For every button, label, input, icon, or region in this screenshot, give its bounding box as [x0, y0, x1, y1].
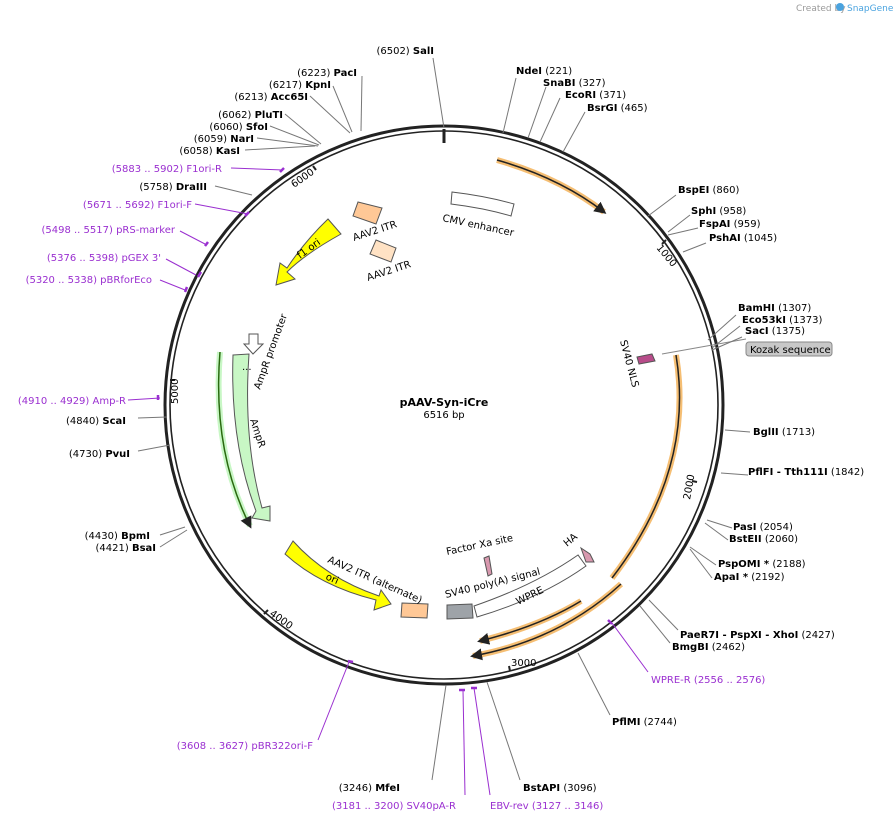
plasmid-size: 6516 bp — [423, 410, 464, 421]
orange-arc-bottom-inner-arrow — [477, 600, 582, 645]
enzyme-label[interactable]: (6062) PluTI — [218, 110, 283, 121]
enzyme-label[interactable]: BstEII (2060) — [729, 534, 798, 545]
sv40-nls-feature[interactable] — [636, 353, 656, 365]
sv40-nls-label: SV40 NLS — [617, 339, 640, 389]
enzyme-label[interactable]: (3246) MfeI — [339, 783, 400, 794]
enzyme-label[interactable]: PasI (2054) — [733, 522, 793, 533]
enzyme-label[interactable]: BmgBI (2462) — [672, 642, 745, 653]
wpre-feature[interactable] — [473, 554, 587, 618]
enzyme-labels: (6502) SalI NdeI (221)SnaBI (327)EcoRI (3… — [66, 46, 864, 794]
enzyme-label[interactable]: (4430) BpmI — [85, 531, 150, 542]
enzyme-label[interactable]: (6213) Acc65I — [234, 92, 308, 103]
enzyme-label[interactable]: (4730) PvuI — [69, 449, 130, 460]
aav2-itr-alternate-box[interactable] — [400, 602, 429, 619]
f1-ori-feature[interactable] — [275, 218, 342, 286]
primer-marks — [156, 167, 613, 692]
enzyme-label[interactable]: PspOMI * (2188) — [718, 559, 806, 570]
ampr-strand-line — [217, 351, 252, 529]
credit-prefix: Created by — [796, 4, 846, 14]
ampr-promoter-feature[interactable] — [242, 333, 265, 355]
kozak-box[interactable] — [745, 341, 833, 357]
primer-leader-lines — [127, 167, 649, 796]
sv40-polya-box[interactable] — [446, 603, 474, 620]
ori-label: ori — [324, 572, 340, 587]
tick-label-4000: 4000 — [267, 608, 294, 632]
orange-arc-right-line — [611, 354, 681, 579]
enzyme-label[interactable]: EcoRI (371) — [565, 90, 626, 101]
enzyme-label[interactable]: SphI (958) — [691, 206, 746, 217]
primer-label[interactable]: (5498 .. 5517) pRS-marker — [41, 225, 175, 236]
enzyme-label[interactable]: (6058) KasI — [179, 146, 240, 157]
aav2-itr-box-2[interactable] — [369, 239, 397, 263]
cmv-enhancer-feature[interactable] — [450, 191, 515, 217]
enzyme-label[interactable]: (6217) KpnI — [269, 80, 331, 91]
enzyme-label[interactable]: BsrGI (465) — [587, 103, 648, 114]
primer-label[interactable]: (5671 .. 5692) F1ori-F — [83, 200, 192, 211]
ampr-dots: ... — [242, 362, 252, 373]
snapgene-logo-icon — [836, 3, 844, 11]
enzyme-label[interactable]: (5758) DraIII — [139, 182, 207, 193]
ampr-feature[interactable] — [232, 353, 271, 522]
enzyme-label[interactable]: FspAI (959) — [699, 219, 761, 230]
enzyme-label[interactable]: SnaBI (327) — [543, 78, 606, 89]
enzyme-label[interactable]: (6059) NarI — [194, 134, 254, 145]
enzyme-label[interactable]: SacI (1375) — [745, 326, 805, 337]
enzyme-label[interactable]: (4421) BsaI — [96, 543, 156, 554]
primer-label[interactable]: (5320 .. 5338) pBRforEco — [26, 275, 152, 286]
enzyme-label[interactable]: BamHI (1307) — [738, 303, 811, 314]
enzyme-label[interactable]: BstAPI (3096) — [523, 783, 597, 794]
ori-feature[interactable] — [284, 540, 392, 611]
enzyme-label[interactable]: BspEI (860) — [678, 185, 739, 196]
ha-feature[interactable] — [580, 546, 595, 563]
enzyme-label[interactable]: (6060) SfoI — [209, 122, 268, 133]
enzyme-label[interactable]: Eco53kI (1373) — [742, 315, 822, 326]
primer-label[interactable]: (5376 .. 5398) pGEX 3' — [47, 253, 161, 264]
factor-xa-label: Factor Xa site — [445, 533, 514, 558]
enzyme-label[interactable]: ApaI * (2192) — [714, 572, 785, 583]
primer-label[interactable]: (3608 .. 3627) pBR322ori-F — [177, 741, 313, 752]
enzyme-label[interactable]: (6502) SalI — [376, 46, 434, 57]
enzyme-label[interactable]: (4840) ScaI — [66, 416, 126, 427]
plasmid-name: pAAV-Syn-iCre — [400, 396, 489, 409]
credit-brand: SnapGene — [847, 4, 894, 14]
kozak-label: Kozak sequence — [750, 345, 831, 356]
tick-label-5000: 5000 — [170, 379, 181, 404]
primer-labels: (5883 .. 5902) F1ori-R (5671 .. 5692) F1o… — [18, 164, 766, 812]
enzyme-label[interactable]: PflFI - Tth111I (1842) — [748, 467, 864, 478]
tick-label-2000: 2000 — [682, 474, 697, 501]
primer-label[interactable]: (5883 .. 5902) F1ori-R — [112, 164, 222, 175]
cmv-enhancer-label: CMV enhancer — [441, 213, 515, 239]
orange-arc-top-arrow — [496, 159, 607, 214]
aav2-itr-label-2: AAV2 ITR — [366, 259, 413, 284]
tick-marks — [170, 165, 698, 672]
primer-label[interactable]: EBV-rev (3127 .. 3146) — [490, 801, 603, 812]
primer-label[interactable]: (3181 .. 3200) SV40pA-R — [332, 801, 456, 812]
orange-arc-bottom-outer-arrow — [470, 583, 622, 661]
enzyme-label[interactable]: NdeI (221) — [516, 66, 572, 77]
aav2-itr-box-1[interactable] — [352, 201, 383, 225]
enzyme-leader-lines — [137, 57, 751, 781]
enzyme-label[interactable]: BglII (1713) — [753, 427, 815, 438]
primer-label[interactable]: WPRE-R (2556 .. 2576) — [651, 675, 765, 686]
ha-label: HA — [562, 532, 580, 550]
tick-label-3000: 3000 — [511, 658, 536, 669]
enzyme-label[interactable]: PaeR7I - PspXI - XhoI (2427) — [680, 630, 835, 641]
enzyme-label[interactable]: PflMI (2744) — [612, 717, 677, 728]
primer-label[interactable]: (4910 .. 4929) Amp-R — [18, 396, 126, 407]
ampr-promoter-label: AmpR promoter — [252, 312, 290, 391]
factor-xa-feature[interactable] — [483, 555, 493, 577]
enzyme-label[interactable]: PshAI (1045) — [709, 233, 777, 244]
enzyme-label[interactable]: (6223) PacI — [297, 68, 357, 79]
